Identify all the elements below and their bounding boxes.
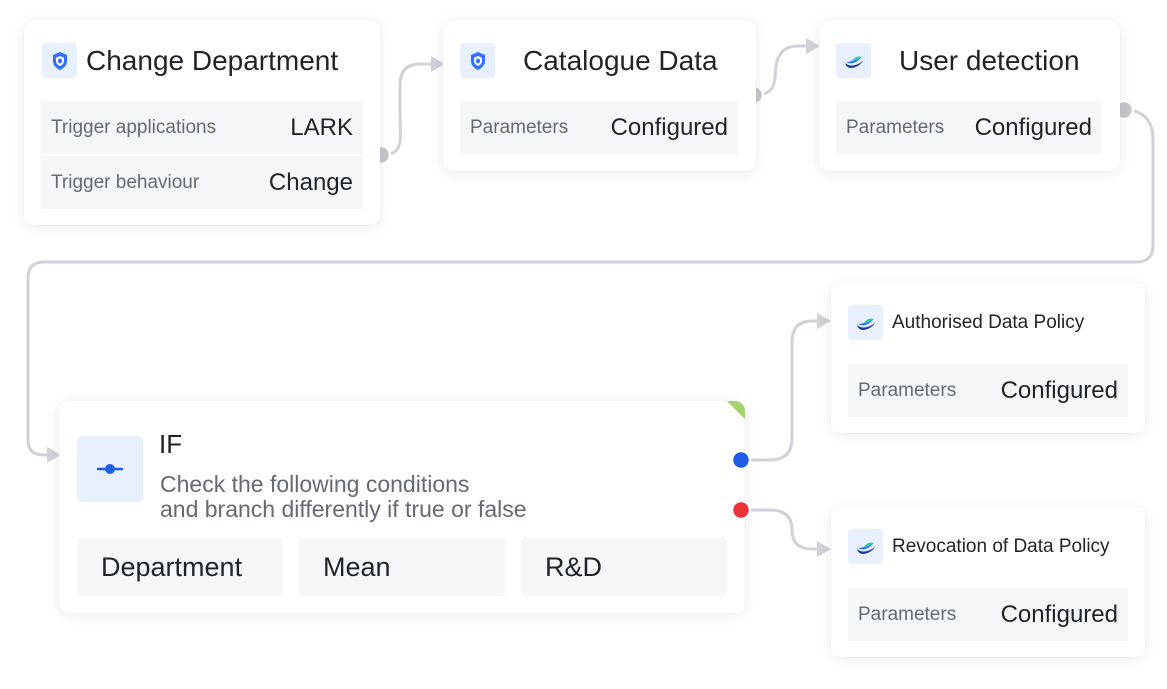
condition-value[interactable]: R&D xyxy=(521,538,727,596)
node-row: Trigger behaviour Change xyxy=(41,156,363,209)
row-value: Configured xyxy=(974,113,1092,141)
arrow-head xyxy=(817,313,831,329)
row-value: Configured xyxy=(1000,376,1118,404)
node-row: Parameters Configured xyxy=(836,101,1102,154)
node-title: User detection xyxy=(899,44,1080,76)
condition-field[interactable]: Department xyxy=(77,538,283,596)
node-row: Parameters Configured xyxy=(460,101,738,154)
node-change-department[interactable]: Change Department Trigger applications L… xyxy=(24,20,380,225)
shield-icon xyxy=(460,43,495,78)
branch-node-icon xyxy=(77,436,143,502)
connector-if-true xyxy=(739,319,828,462)
node-authorised-data-policy[interactable]: Authorised Data Policy Parameters Config… xyxy=(831,283,1145,433)
connector-if-false xyxy=(739,508,828,551)
row-label: Parameters xyxy=(858,379,957,401)
description-line: Check the following conditions xyxy=(160,471,470,497)
node-description: Check the following conditions and branc… xyxy=(160,472,527,522)
row-label: Parameters xyxy=(858,603,957,625)
row-value: Change xyxy=(268,168,353,196)
row-label: Parameters xyxy=(846,116,945,138)
shield-icon xyxy=(42,43,77,78)
row-value: Configured xyxy=(1000,600,1118,628)
node-title: Revocation of Data Policy xyxy=(892,535,1110,557)
arrow-head xyxy=(806,38,820,54)
arrow-head xyxy=(817,541,831,557)
node-revocation-data-policy[interactable]: Revocation of Data Policy Parameters Con… xyxy=(831,507,1145,657)
row-value: LARK xyxy=(290,113,353,141)
node-title: Catalogue Data xyxy=(523,44,718,76)
connector-catalogue-to-user xyxy=(752,44,817,97)
node-row: Parameters Configured xyxy=(848,588,1128,641)
node-user-detection[interactable]: User detection Parameters Configured xyxy=(819,20,1120,171)
bird-logo-icon xyxy=(848,529,883,564)
node-title: IF xyxy=(159,429,183,459)
row-label: Parameters xyxy=(470,116,569,138)
row-label: Trigger behaviour xyxy=(51,171,200,193)
condition-operator[interactable]: Mean xyxy=(299,538,505,596)
row-label: Trigger applications xyxy=(51,116,217,138)
node-if[interactable]: IF Check the following conditions and br… xyxy=(59,401,745,613)
bird-logo-icon xyxy=(848,305,883,340)
status-tag xyxy=(727,401,745,419)
node-title: Change Department xyxy=(86,44,339,76)
node-row: Trigger applications LARK xyxy=(41,101,363,154)
bird-logo-icon xyxy=(836,43,871,78)
node-catalogue-data[interactable]: Catalogue Data Parameters Configured xyxy=(443,20,756,171)
row-value: Configured xyxy=(610,113,728,141)
node-row: Parameters Configured xyxy=(848,364,1128,417)
description-line: and branch differently if true or false xyxy=(160,496,527,522)
node-title: Authorised Data Policy xyxy=(892,311,1085,333)
connector-change-to-catalogue xyxy=(379,62,442,157)
